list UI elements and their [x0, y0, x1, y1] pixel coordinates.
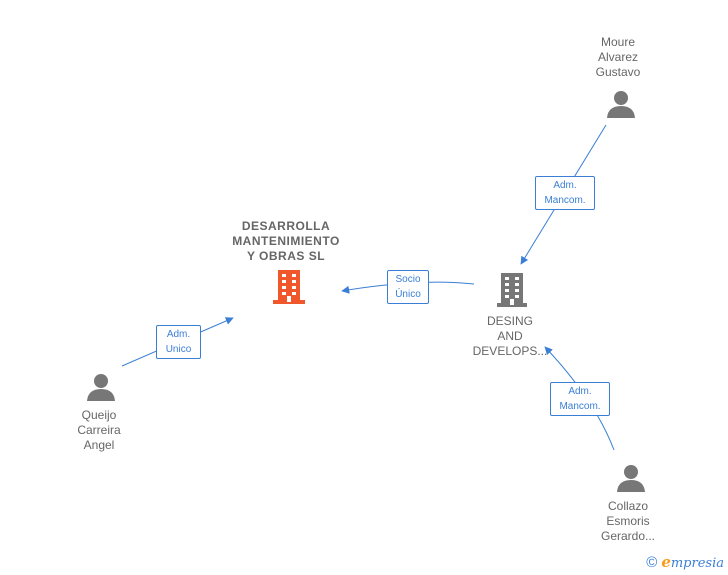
adm-mancom-top-line-2: Mancom. — [544, 195, 586, 206]
queijo-line-3: Angel — [83, 438, 115, 452]
brand-first-letter: e — [661, 553, 671, 571]
queijo-line-1: Queijo — [81, 408, 117, 422]
footer-brand: © empresia — [646, 553, 724, 571]
main-company-line-2: MANTENIMIENTO — [232, 234, 340, 248]
collazo-person-label[interactable]: Collazo Esmoris Gerardo... — [568, 499, 688, 544]
socio-line-2: Único — [395, 289, 421, 300]
desing-line-3: DEVELOPS... — [472, 344, 548, 358]
collazo-line-1: Collazo — [607, 499, 649, 513]
desing-line-1: DESING — [486, 314, 533, 328]
desing-company-label[interactable]: DESING AND DEVELOPS... — [450, 314, 570, 359]
moure-person-label[interactable]: Moure Alvarez Gustavo — [558, 35, 678, 80]
person-icon[interactable] — [606, 89, 636, 124]
collazo-line-2: Esmoris — [606, 514, 650, 528]
adm-unico-line-1: Adm. — [166, 329, 191, 340]
edge-label-socio-unico[interactable]: Socio Único — [387, 270, 429, 304]
person-icon[interactable] — [86, 372, 116, 407]
edge-label-adm-mancom-top[interactable]: Adm. Mancom. — [535, 176, 595, 210]
adm-mancom-bottom-line-1: Adm. — [568, 386, 592, 397]
brand-logo[interactable]: empresia — [661, 553, 724, 571]
moure-line-1: Moure — [600, 35, 635, 49]
brand-rest: mpresia — [670, 556, 724, 571]
desing-line-2: AND — [497, 329, 523, 343]
adm-mancom-top-line-1: Adm. — [553, 180, 577, 191]
collazo-line-3: Gerardo... — [600, 529, 656, 543]
building-icon[interactable] — [273, 270, 305, 309]
moure-line-2: Alvarez — [597, 50, 638, 64]
edge-label-adm-unico[interactable]: Adm. Unico — [156, 325, 201, 359]
adm-unico-line-2: Unico — [165, 344, 192, 355]
main-company-label[interactable]: DESARROLLA MANTENIMIENTO Y OBRAS SL — [211, 219, 361, 264]
person-icon[interactable] — [616, 463, 646, 498]
moure-line-3: Gustavo — [595, 65, 641, 79]
building-icon[interactable] — [497, 273, 527, 312]
edge-label-adm-mancom-bottom[interactable]: Adm. Mancom. — [550, 382, 610, 416]
queijo-person-label[interactable]: Queijo Carreira Angel — [39, 408, 159, 453]
socio-line-1: Socio — [395, 274, 421, 285]
main-company-line-1: DESARROLLA — [241, 219, 331, 233]
adm-mancom-bottom-line-2: Mancom. — [559, 401, 601, 412]
queijo-line-2: Carreira — [77, 423, 121, 437]
main-company-line-3: Y OBRAS SL — [246, 249, 326, 263]
copyright-icon: © — [646, 553, 658, 571]
